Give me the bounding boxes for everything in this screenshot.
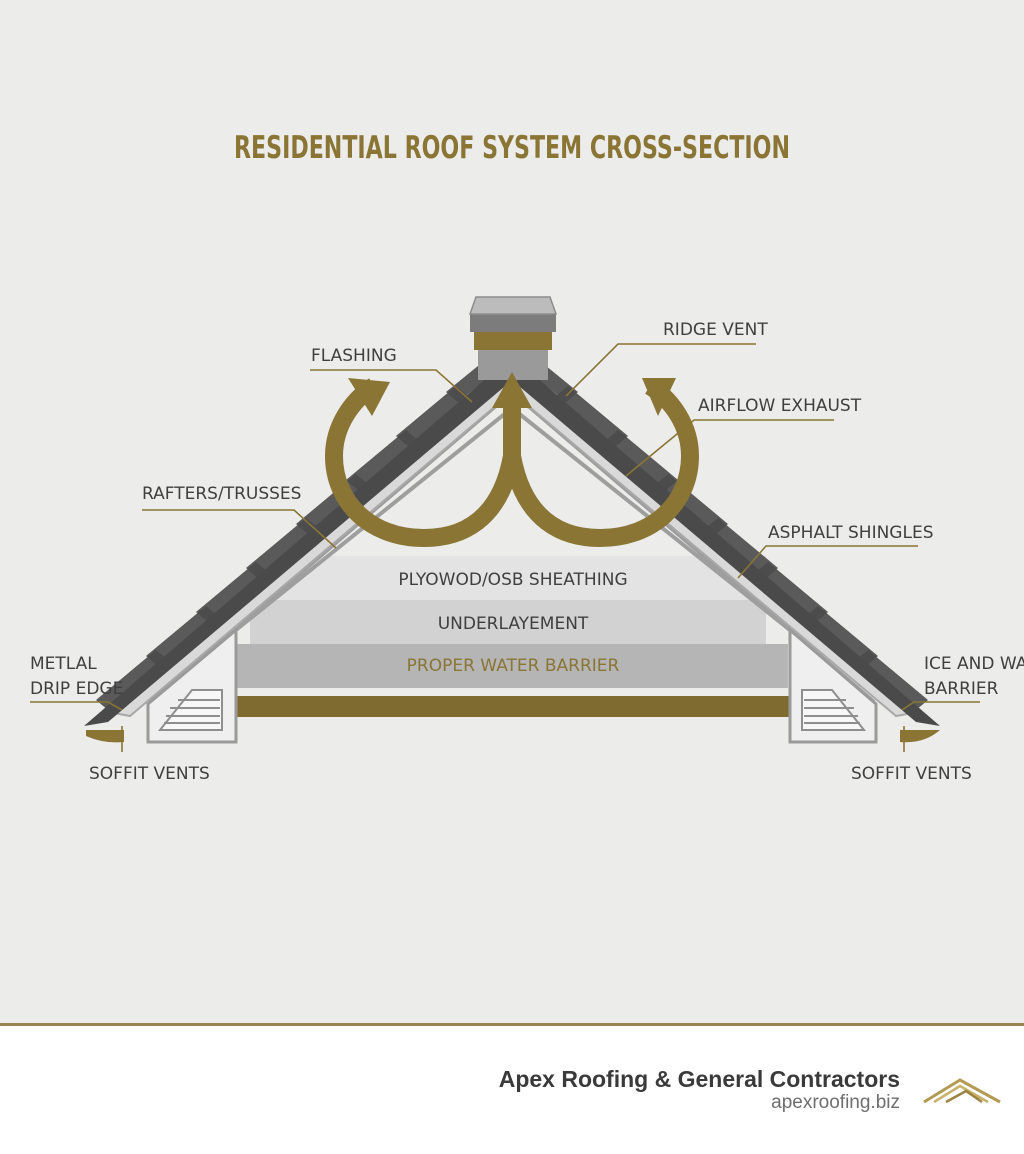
mountain-logo-icon	[923, 1078, 1001, 1104]
soffit-vent-left	[146, 626, 238, 744]
chimney-icon	[468, 296, 558, 380]
water-barrier-band	[236, 644, 788, 688]
label-sheathing: PLYOWOD/OSB SHEATHING	[398, 570, 627, 590]
ceiling-joist	[236, 696, 790, 717]
drip-edge-left	[86, 730, 124, 743]
airflow-arrowheads	[348, 372, 676, 416]
label-airflow-exhaust: AIRFLOW EXHAUST	[698, 396, 862, 416]
drip-edge-right	[900, 730, 940, 743]
company-website: apexroofing.biz	[771, 1092, 900, 1113]
label-flashing: FLASHING	[311, 346, 397, 366]
sheathing-band	[258, 556, 766, 600]
label-underlayement: UNDERLAYEMENT	[438, 614, 589, 634]
label-ridge-vent: RIDGE VENT	[663, 320, 768, 340]
label-soffit-left: SOFFIT VENTS	[89, 764, 210, 784]
underlayement-band	[250, 600, 766, 644]
company-name: Apex Roofing & General Contractors	[498, 1066, 900, 1092]
soffit-vent-icon	[801, 689, 867, 731]
label-drip-edge-2: DRIP EDGE	[30, 679, 123, 699]
label-rafters-trusses: RAFTERS/TRUSSES	[142, 484, 301, 504]
leader-lines	[30, 343, 980, 752]
footer: Apex Roofing & General Contractors apexr…	[0, 1026, 1024, 1154]
diagram-title: RESIDENTIAL ROOF SYSTEM CROSS-SECTION	[234, 130, 790, 166]
soffit-vent-right	[788, 626, 878, 744]
label-ice-water-1: ICE AND WAT	[924, 654, 1024, 674]
label-water-barrier: PROPER WATER BARRIER	[407, 656, 620, 676]
soffit-vent-icon	[157, 689, 223, 731]
label-soffit-right: SOFFIT VENTS	[851, 764, 972, 784]
airflow-arrow-icon	[324, 378, 700, 548]
label-asphalt-shingles: ASPHALT SHINGLES	[768, 523, 933, 543]
footer-divider	[0, 1023, 1024, 1026]
label-ice-water-2: BARRIER	[924, 679, 999, 699]
label-drip-edge-1: METLAL	[30, 654, 97, 674]
roof-diagram: RESIDENTIAL ROOF SYSTEM CROSS-SECTION	[30, 130, 1024, 784]
